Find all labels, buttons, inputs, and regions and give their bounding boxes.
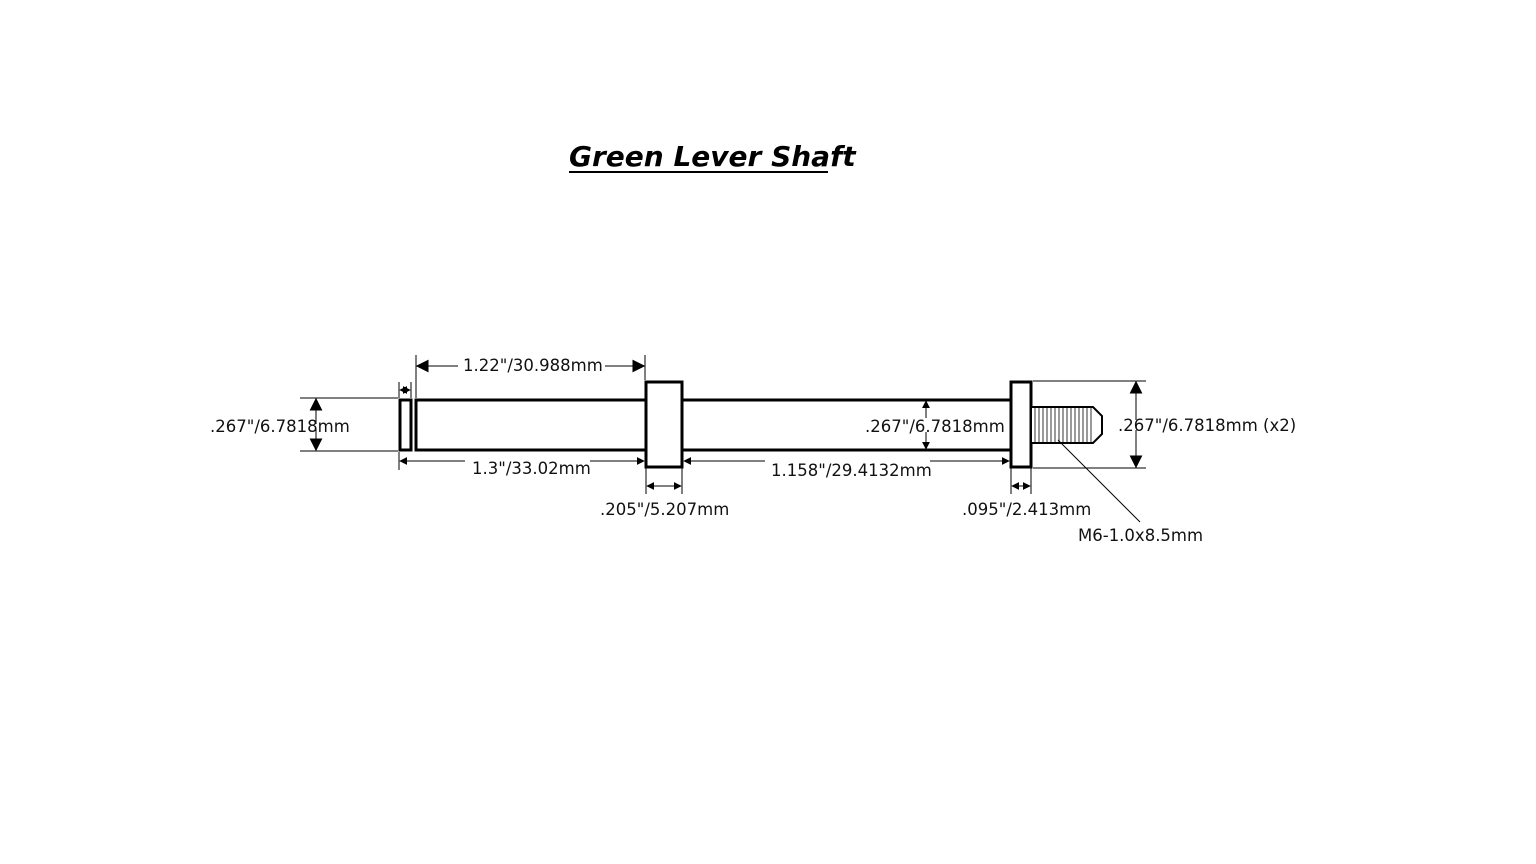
thread-callout: M6-1.0x8.5mm (1057, 439, 1203, 545)
collar (644, 380, 684, 469)
dim-collar-width-label: .205"/5.207mm (600, 500, 729, 519)
threaded-stud (1030, 406, 1103, 444)
dim-shaft-diameter-label: .267"/6.7818mm (865, 417, 1005, 436)
dim-groove-to-collar: 1.22"/30.988mm (415, 355, 646, 398)
dim-collar-width: .205"/5.207mm (600, 468, 729, 519)
dim-shaft-diameter: .267"/6.7818mm (865, 400, 1005, 450)
dim-collar-to-flange-label: 1.158"/29.4132mm (771, 461, 932, 480)
thread-lines (1034, 407, 1092, 443)
dim-flange-width: .095"/2.413mm (962, 468, 1091, 519)
dim-flange-width-label: .095"/2.413mm (962, 500, 1091, 519)
dim-end-to-collar-label: 1.3"/33.02mm (472, 459, 591, 478)
dim-groove (398, 382, 412, 398)
dim-end-to-collar: 1.3"/33.02mm (398, 452, 645, 478)
flange (1009, 380, 1033, 469)
dim-left-diameter-label: .267"/6.7818mm (210, 417, 350, 436)
dim-flange-diameter-label: .267"/6.7818mm (x2) (1118, 416, 1296, 435)
dim-groove-to-collar-label: 1.22"/30.988mm (463, 356, 603, 375)
left-end-cap (398, 398, 413, 452)
dim-left-diameter: .267"/6.7818mm (210, 397, 398, 452)
dim-flange-diameter: .267"/6.7818mm (x2) (1033, 380, 1296, 469)
shaft-body (398, 380, 1103, 469)
dim-collar-to-flange: 1.158"/29.4132mm (683, 452, 1011, 480)
shaft-section-left (414, 398, 648, 452)
drawing-title: Green Lever Shaft (569, 140, 857, 173)
thread-spec-label: M6-1.0x8.5mm (1078, 526, 1203, 545)
